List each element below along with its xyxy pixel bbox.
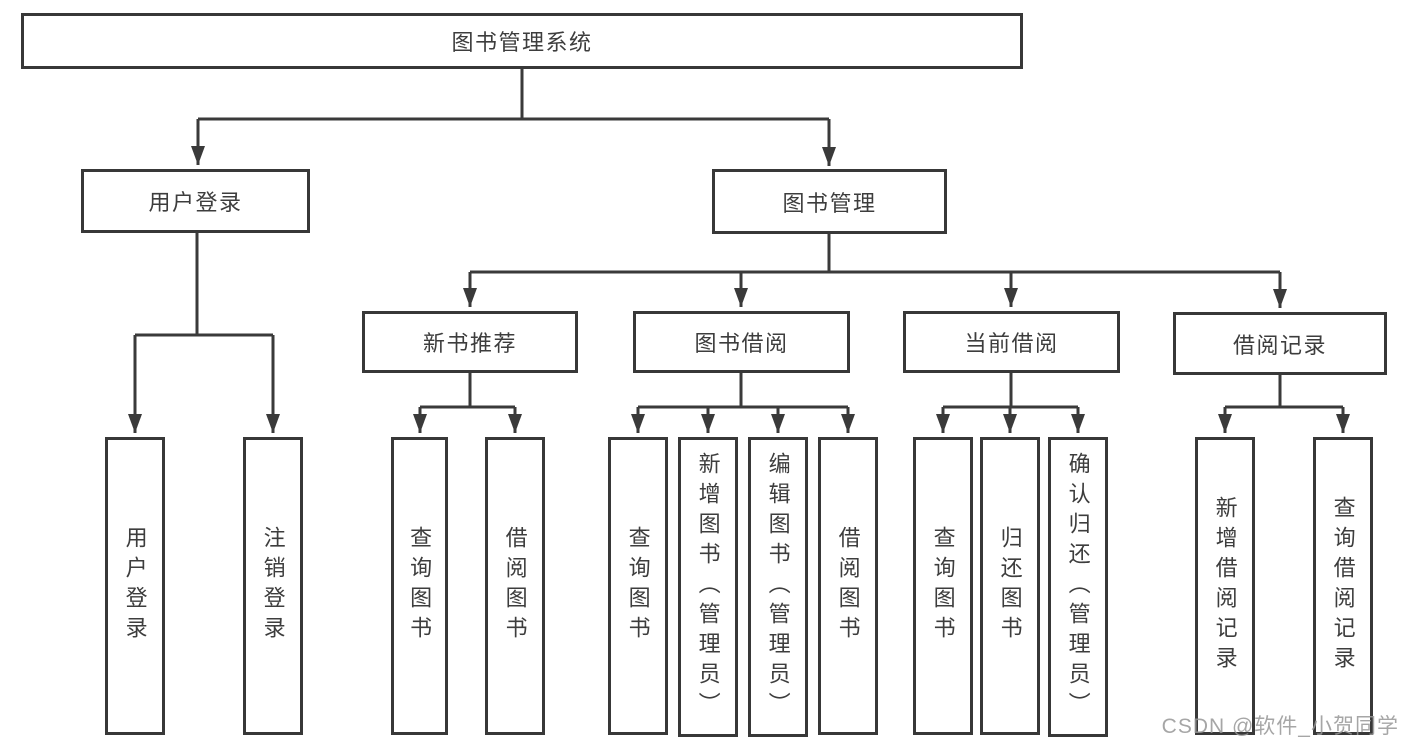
connector-trunks (135, 69, 1343, 409)
leaf-borrow-borrow-books: 借阅图书 (818, 437, 878, 735)
node-label: 查询图书 (930, 526, 956, 646)
node-label: 新增图书（管理员） (695, 452, 721, 722)
node-label: 用户登录 (122, 526, 148, 646)
node-borrow-record: 借阅记录 (1173, 312, 1387, 375)
leaf-current-confirm-return-admin: 确认归还（管理员） (1048, 437, 1108, 737)
node-label: 编辑图书（管理员） (765, 452, 791, 722)
leaf-record-add-borrow-record: 新增借阅记录 (1195, 437, 1255, 735)
node-label: 注销登录 (260, 526, 286, 646)
node-current-borrow: 当前借阅 (903, 311, 1120, 373)
node-label: 归还图书 (997, 526, 1023, 646)
leaf-user-login: 用户登录 (105, 437, 165, 735)
node-label: 查询图书 (625, 526, 651, 646)
leaf-current-query-books: 查询图书 (913, 437, 973, 735)
leaf-newbook-borrow-books: 借阅图书 (485, 437, 545, 735)
leaf-borrow-add-books-admin: 新增图书（管理员） (678, 437, 738, 737)
leaf-borrow-edit-books-admin: 编辑图书（管理员） (748, 437, 808, 737)
node-label: 借阅图书 (835, 526, 861, 646)
node-book-borrow: 图书借阅 (633, 311, 850, 373)
leaf-record-query-borrow-record: 查询借阅记录 (1313, 437, 1373, 735)
node-label: 查询图书 (407, 526, 433, 646)
node-label: 新增借阅记录 (1212, 496, 1238, 676)
node-label: 查询借阅记录 (1330, 496, 1356, 676)
connector-arrows (128, 119, 1350, 433)
node-label: 确认归还（管理员） (1065, 452, 1091, 722)
csdn-watermark: CSDN @软件_小贺同学 (1161, 715, 1399, 738)
leaf-current-return-books: 归还图书 (980, 437, 1040, 735)
leaf-borrow-query-books: 查询图书 (608, 437, 668, 735)
leaf-newbook-query-books: 查询图书 (391, 437, 448, 735)
node-user-login: 用户登录 (81, 169, 310, 233)
node-label: 借阅图书 (502, 526, 528, 646)
node-book-management: 图书管理 (712, 169, 947, 234)
leaf-logout: 注销登录 (243, 437, 303, 735)
node-new-book-recommend: 新书推荐 (362, 311, 578, 373)
node-root: 图书管理系统 (21, 13, 1023, 69)
